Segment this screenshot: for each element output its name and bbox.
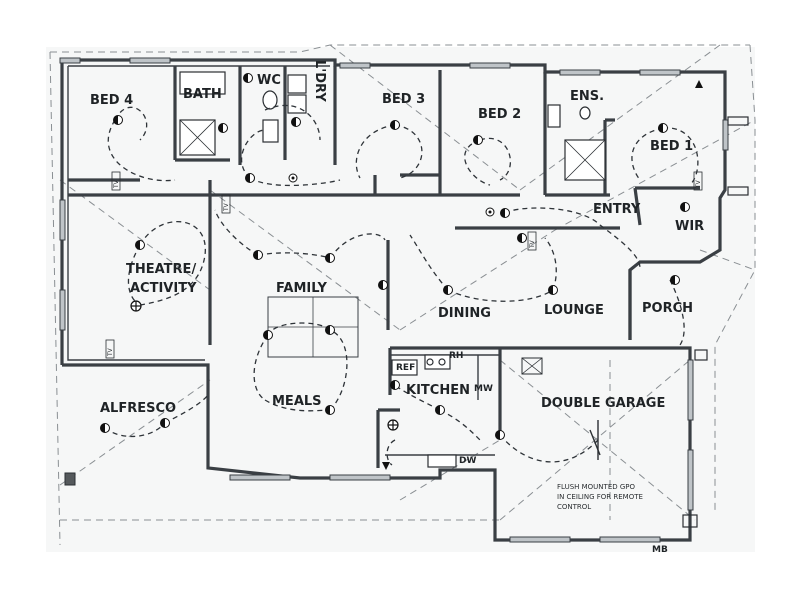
room-label-bath: BATH <box>183 87 222 102</box>
light-bed4 <box>113 115 123 125</box>
tv-tag-theatre2: TV <box>107 347 114 357</box>
light-entry2 <box>517 233 527 243</box>
gpo-note-line-3: CONTROL <box>557 503 591 511</box>
light-porch <box>670 275 680 285</box>
internal-walls <box>68 66 700 468</box>
appliance-ref: REF <box>396 363 415 373</box>
light-bed1 <box>658 123 668 133</box>
wall-sections <box>59 57 729 543</box>
exhaust-fan-hall <box>288 173 298 183</box>
light-family3 <box>378 280 388 290</box>
light-dining <box>443 285 453 295</box>
light-bed2 <box>473 135 483 145</box>
light-lounge <box>548 285 558 295</box>
light-kitchen2 <box>390 380 400 390</box>
room-label-entry: ENTRY <box>593 202 641 217</box>
light-wc <box>243 73 253 83</box>
tv-tags: TV TV TV TV TV <box>105 171 703 359</box>
gpo-note: FLUSH MOUNTED GPO IN CEILING FOR REMOTE … <box>557 483 643 511</box>
room-label-alfresco: ALFRESCO <box>100 401 176 416</box>
light-ldry <box>291 117 301 127</box>
triangle-marker-kitchen <box>382 462 390 470</box>
light-bed3 <box>390 120 400 130</box>
room-label-lounge: LOUNGE <box>544 303 604 318</box>
light-meals2 <box>325 325 335 335</box>
room-labels: BED 4 BATH WC L'DRY BED 3 BED 2 ENS. BED… <box>90 60 704 416</box>
tv-tag-bed4: TV <box>113 179 120 189</box>
room-label-bed3: BED 3 <box>382 92 425 107</box>
light-theatre <box>135 240 145 250</box>
bathroom-fixtures <box>179 71 606 181</box>
appliance-dw: DW <box>459 456 476 466</box>
gpo-note-line-1: FLUSH MOUNTED GPO <box>557 483 636 491</box>
exhaust-fan-entry <box>485 207 495 217</box>
light-kitchen <box>435 405 445 415</box>
light-fixtures <box>100 73 703 470</box>
room-label-bed1: BED 1 <box>650 139 693 154</box>
light-family1 <box>253 250 263 260</box>
room-label-meals: MEALS <box>272 394 322 409</box>
gpo-note-line-2: IN CEILING FOR REMOTE <box>557 493 643 501</box>
room-label-theatre: THEATRE/ <box>126 262 196 277</box>
room-label-bed2: BED 2 <box>478 107 521 122</box>
appliance-labels: REF RH MW DW MB <box>396 351 668 555</box>
external-boxes <box>64 116 749 528</box>
tv-tag-bed1: TV <box>695 179 702 189</box>
meter-box-label: MB <box>652 545 668 555</box>
triangle-marker-bed1 <box>695 80 703 88</box>
appliance-mw: MW <box>474 384 493 394</box>
family-area-outline <box>267 296 359 358</box>
light-wir <box>680 202 690 212</box>
light-garage <box>495 430 505 440</box>
roof-eave-lines <box>49 44 756 546</box>
room-label-activity: ACTIVITY <box>130 281 197 296</box>
room-label-ldry: L'DRY <box>312 60 327 102</box>
room-label-ens: ENS. <box>570 89 604 104</box>
appliance-rh: RH <box>449 351 463 361</box>
kitchen-fixtures <box>391 354 457 468</box>
drawing-sheet <box>46 47 755 552</box>
light-kitchen-fan <box>387 419 399 431</box>
room-label-family: FAMILY <box>276 281 327 296</box>
tv-tag-theatre: TV <box>223 202 230 212</box>
light-entry1 <box>500 208 510 218</box>
light-alfresco1 <box>100 423 110 433</box>
room-label-garage: DOUBLE GARAGE <box>541 396 665 411</box>
light-theatre-fan <box>130 300 142 312</box>
light-hall <box>245 173 255 183</box>
tv-tag-lounge: TV <box>529 239 536 249</box>
light-alfresco2 <box>160 418 170 428</box>
light-meals3 <box>325 405 335 415</box>
room-label-porch: PORCH <box>642 301 693 316</box>
light-family2 <box>325 253 335 263</box>
room-label-dining: DINING <box>438 306 491 321</box>
room-label-wir: WIR <box>675 219 704 234</box>
light-bath <box>218 123 228 133</box>
room-label-bed4: BED 4 <box>90 93 133 108</box>
room-label-kitchen: KITCHEN <box>406 383 470 398</box>
room-label-wc: WC <box>257 73 281 88</box>
light-meals1 <box>263 330 273 340</box>
